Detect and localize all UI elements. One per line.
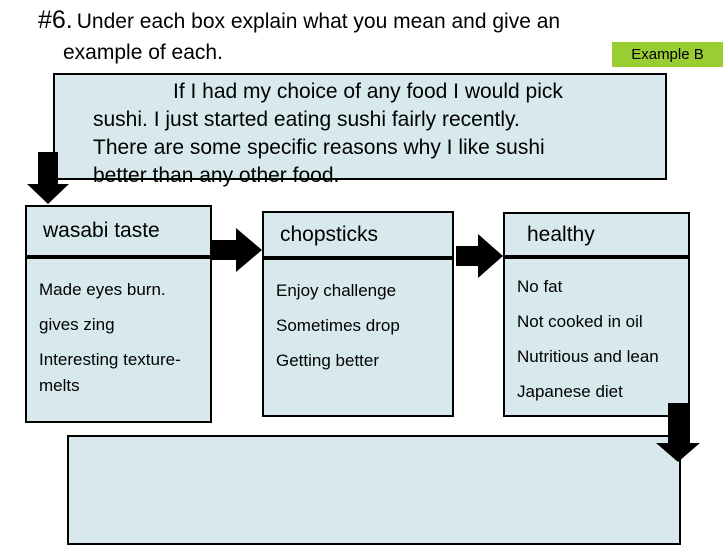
- healthy-detail-box: No fat Not cooked in oil Nutritious and …: [503, 257, 690, 417]
- arrow-head: [236, 228, 262, 272]
- arrow-head: [656, 443, 700, 462]
- healthy-header-box: healthy: [503, 212, 690, 257]
- wasabi-taste-header-label: wasabi taste: [43, 219, 160, 242]
- title-number: #6.: [38, 6, 73, 34]
- title-line2: example of each.: [63, 41, 223, 64]
- list-item: Getting better: [276, 351, 380, 370]
- list-item: Nutritious and lean: [517, 347, 659, 366]
- chopsticks-detail-box: Enjoy challenge Sometimes drop Getting b…: [262, 258, 454, 417]
- list-item: Japanese diet: [517, 382, 623, 401]
- arrow-shaft: [38, 152, 58, 184]
- right-arrow-icon: [212, 228, 262, 272]
- right-arrow-icon: [456, 234, 503, 278]
- intro-text-box: If I had my choice of any food I would p…: [53, 73, 667, 187]
- wasabi-taste-detail-box: Made eyes burn. gives zing Interesting t…: [25, 257, 212, 423]
- arrow-shaft: [456, 246, 478, 266]
- arrow-shaft: [668, 403, 690, 443]
- list-item: Made eyes burn.: [39, 280, 166, 299]
- wasabi-taste-header-box: wasabi taste: [25, 205, 212, 257]
- arrow-shaft: [212, 240, 236, 260]
- down-arrow-icon: [656, 403, 701, 462]
- title-line1-text: Under each box explain what you mean and…: [76, 10, 561, 33]
- list-item: Interesting texture- melts: [39, 350, 181, 395]
- list-item: Not cooked in oil: [517, 312, 643, 331]
- list-item: Enjoy challenge: [276, 281, 397, 300]
- chopsticks-header-box: chopsticks: [262, 211, 454, 258]
- list-item: gives zing: [39, 315, 115, 334]
- intro-text: If I had my choice of any food I would p…: [93, 80, 563, 187]
- title-line1: #6.Under each box explain what you mean …: [38, 6, 560, 38]
- summary-box: [67, 435, 681, 545]
- example-badge: Example B: [612, 42, 723, 67]
- slide-title: #6.Under each box explain what you mean …: [38, 6, 560, 67]
- healthy-header-label: healthy: [527, 222, 595, 246]
- chopsticks-header-label: chopsticks: [280, 222, 379, 246]
- list-item: No fat: [517, 277, 563, 296]
- list-item: Sometimes drop: [276, 316, 400, 335]
- down-arrow-icon: [27, 152, 69, 204]
- arrow-head: [478, 234, 503, 278]
- arrow-head: [27, 184, 69, 204]
